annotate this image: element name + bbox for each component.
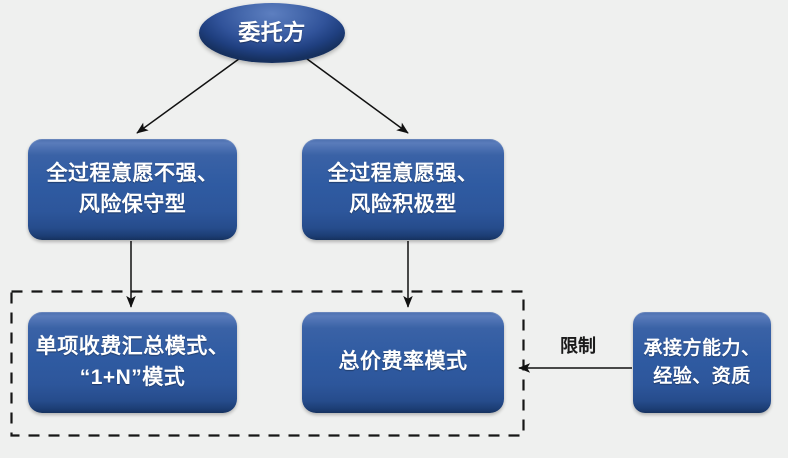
node-constraint-source[interactable]: 承接方能力、 经验、资质 xyxy=(633,312,771,413)
node-left-branch-label: 全过程意愿不强、 风险保守型 xyxy=(46,162,219,216)
node-right-fee-mode[interactable]: 总价费率模式 xyxy=(302,312,504,413)
node-left-fee-mode[interactable]: 单项收费汇总模式、 “1+N”模式 xyxy=(28,312,237,413)
node-right-branch-label: 全过程意愿强、 风险积极型 xyxy=(327,162,479,216)
node-left-branch[interactable]: 全过程意愿不强、 风险保守型 xyxy=(28,139,237,240)
node-constraint-source-label: 承接方能力、 经验、资质 xyxy=(643,337,761,387)
node-left-fee-mode-label: 单项收费汇总模式、 “1+N”模式 xyxy=(35,335,230,389)
connector-root-to-left-branch xyxy=(136,55,244,134)
connector-root-to-right-branch xyxy=(302,55,409,134)
node-root-client-label: 委托方 xyxy=(238,20,306,46)
node-root-client[interactable]: 委托方 xyxy=(199,3,345,63)
node-right-fee-mode-label: 总价费率模式 xyxy=(338,350,468,374)
edge-label-constraint: 限制 xyxy=(560,336,596,356)
node-right-branch[interactable]: 全过程意愿强、 风险积极型 xyxy=(302,139,504,240)
